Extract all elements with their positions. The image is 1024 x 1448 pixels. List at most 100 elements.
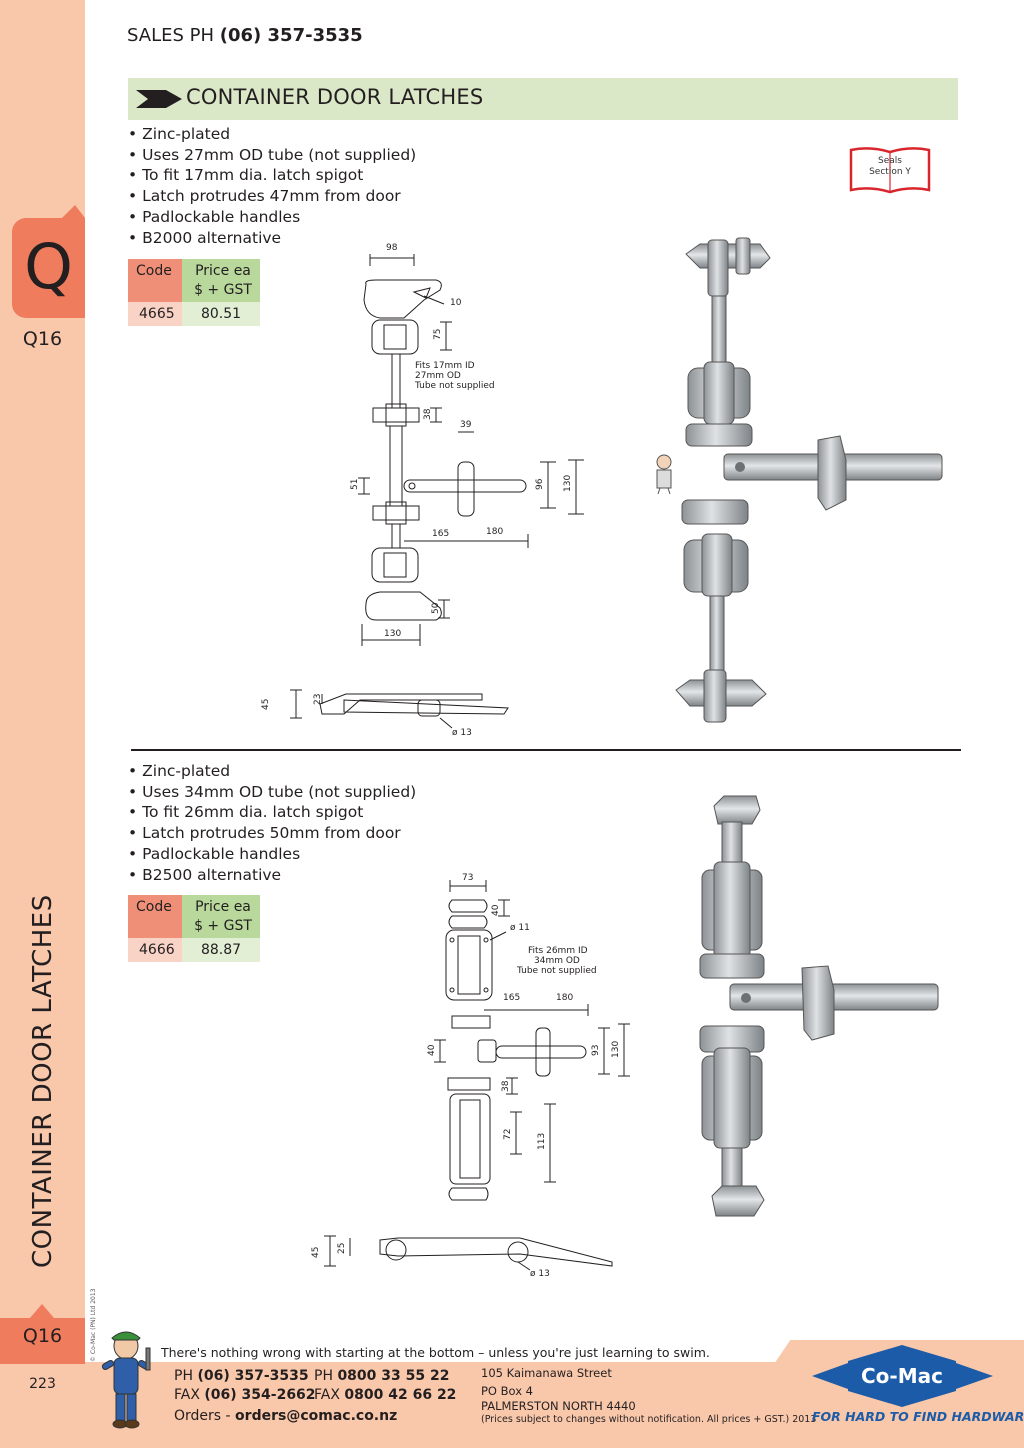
price-header-line-1: Price ea (195, 899, 251, 915)
feature-item: Padlockable handles (128, 844, 416, 865)
address-line-1: 105 Kaimanawa Street (481, 1366, 612, 1380)
product-2-features: Zinc-plated Uses 34mm OD tube (not suppl… (128, 761, 416, 885)
ph2-number[interactable]: 0800 33 55 22 (337, 1368, 450, 1384)
footer-fax: FAX (06) 354-2662 (174, 1387, 316, 1403)
svg-text:34mm OD: 34mm OD (534, 956, 580, 966)
table-row: 4666 88.87 (128, 938, 260, 962)
footer-phone: PH (06) 357-3535 (174, 1368, 309, 1384)
section-tab-notch (62, 205, 85, 218)
svg-text:130: 130 (563, 475, 573, 492)
ph-number[interactable]: (06) 357-3535 (197, 1368, 309, 1384)
page-code-bottom: Q16 (22, 1325, 63, 1347)
footer-orders: Orders - orders@comac.co.nz (174, 1408, 397, 1424)
ph-label: PH (174, 1368, 193, 1384)
seals-line-1: Seals (878, 156, 902, 166)
footer-tagline: There's nothing wrong with starting at t… (161, 1345, 710, 1360)
svg-text:73: 73 (462, 873, 473, 883)
svg-text:40: 40 (427, 1044, 437, 1056)
svg-text:25: 25 (337, 1243, 347, 1254)
address-line-3: PALMERSTON NORTH 4440 (481, 1399, 636, 1413)
svg-text:180: 180 (556, 993, 573, 1003)
footer-phone-freephone: PH 0800 33 55 22 (314, 1368, 449, 1384)
feature-item: Latch protrudes 47mm from door (128, 186, 416, 207)
footer-fax-freephone: FAX 0800 42 66 22 (314, 1387, 456, 1403)
seals-reference[interactable]: Seals Section Y (848, 156, 932, 178)
feature-item: Zinc-plated (128, 124, 416, 145)
feature-item: Uses 34mm OD tube (not supplied) (128, 782, 416, 803)
logo-tagline: FOR HARD TO FIND HARDWARE (812, 1409, 1024, 1424)
table-row: 4665 80.51 (128, 302, 260, 326)
latch-2-line-drawing (324, 880, 630, 1271)
sales-label: SALES (127, 25, 184, 46)
product-price: 80.51 (182, 302, 260, 326)
feature-item: To fit 17mm dia. latch spigot (128, 165, 416, 186)
fax-number: (06) 354-2662 (204, 1387, 316, 1403)
svg-text:ø 13: ø 13 (530, 1269, 550, 1279)
latch-1-photo (656, 237, 943, 723)
svg-text:130: 130 (611, 1041, 621, 1058)
section-letter: Q (24, 230, 73, 303)
product-code: 4665 (128, 302, 182, 326)
section-divider (131, 749, 961, 751)
feature-item: To fit 26mm dia. latch spigot (128, 802, 416, 823)
svg-text:180: 180 (486, 527, 503, 537)
svg-text:23: 23 (313, 694, 323, 705)
feature-item: Padlockable handles (128, 207, 416, 228)
orders-email-link[interactable]: orders@comac.co.nz (235, 1408, 398, 1424)
latch-1-line-drawing (290, 254, 584, 729)
latch-1-dimension-labels: 98 10 75 38 39 51 96 130 165 180 50 130 … (261, 243, 573, 738)
latch-2-photo (699, 795, 939, 1217)
svg-text:39: 39 (460, 420, 472, 430)
code-header: Code (128, 259, 182, 302)
feature-item: B2500 alternative (128, 865, 416, 886)
product-1-features: Zinc-plated Uses 27mm OD tube (not suppl… (128, 124, 416, 248)
svg-text:27mm OD: 27mm OD (415, 371, 461, 381)
bottom-tab-notch (30, 1304, 54, 1318)
comac-logo[interactable]: Co-Mac (810, 1343, 995, 1409)
price-notice: (Prices subject to changes without notif… (481, 1414, 817, 1425)
page-number: 223 (29, 1376, 56, 1392)
price-header-line-1: Price ea (195, 263, 251, 279)
product-price: 88.87 (182, 938, 260, 962)
sales-phone[interactable]: (06) 357-3535 (219, 25, 363, 46)
seals-line-2: Section Y (869, 167, 911, 177)
section-title: CONTAINER DOOR LATCHES (186, 85, 484, 109)
page-code-top: Q16 (22, 328, 63, 350)
price-header: Price ea $ + GST (182, 259, 260, 302)
svg-text:38: 38 (501, 1080, 511, 1092)
svg-text:130: 130 (384, 629, 401, 639)
svg-text:Tube not supplied: Tube not supplied (516, 966, 597, 976)
mascot-illustration (101, 1331, 151, 1429)
svg-text:93: 93 (591, 1045, 601, 1056)
svg-text:50: 50 (431, 602, 441, 614)
feature-item: Uses 27mm OD tube (not supplied) (128, 145, 416, 166)
price-header-line-2: $ + GST (194, 918, 252, 934)
product-code: 4666 (128, 938, 182, 962)
section-tab[interactable] (12, 218, 85, 318)
ph2-label: PH (314, 1368, 333, 1384)
sales-phone-line: SALES PH (06) 357-3535 (127, 25, 363, 46)
svg-text:40: 40 (491, 904, 501, 916)
sales-ph-label: PH (189, 25, 215, 46)
svg-text:Tube not supplied: Tube not supplied (414, 381, 495, 391)
svg-text:51: 51 (350, 479, 360, 490)
sidebar-vertical-title: CONTAINER DOOR LATCHES (28, 894, 58, 1268)
svg-text:165: 165 (432, 529, 449, 539)
book-icon[interactable] (848, 146, 932, 194)
feature-item: Zinc-plated (128, 761, 416, 782)
fax2-number: 0800 42 66 22 (344, 1387, 457, 1403)
svg-text:ø 11: ø 11 (510, 923, 530, 933)
price-header-line-2: $ + GST (194, 282, 252, 298)
product-1-price-table: Code Price ea $ + GST 4665 80.51 (128, 259, 260, 326)
feature-item: B2000 alternative (128, 228, 416, 249)
price-header: Price ea $ + GST (182, 895, 260, 938)
orders-label: Orders - (174, 1408, 231, 1424)
svg-text:96: 96 (535, 478, 545, 490)
logo-text: Co-Mac (861, 1364, 943, 1388)
fax-label: FAX (174, 1387, 200, 1403)
code-header: Code (128, 895, 182, 938)
feature-item: Latch protrudes 50mm from door (128, 823, 416, 844)
svg-text:165: 165 (503, 993, 520, 1003)
svg-text:38: 38 (423, 408, 433, 420)
product-2-price-table: Code Price ea $ + GST 4666 88.87 (128, 895, 260, 962)
